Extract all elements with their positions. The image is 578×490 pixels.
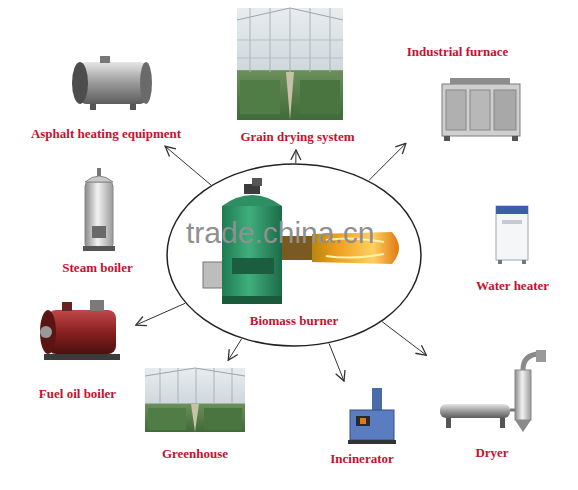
item-label: Water heater bbox=[461, 278, 564, 293]
industrial-furnace-picture bbox=[442, 78, 520, 141]
arrow-connector bbox=[369, 143, 406, 180]
fuel-oil-boiler-picture bbox=[40, 300, 120, 360]
incinerator-picture bbox=[348, 388, 396, 444]
arrow-connector bbox=[295, 150, 296, 163]
arrow-connector bbox=[382, 322, 426, 356]
item-label: Steam boiler bbox=[46, 260, 149, 275]
arrow-connector bbox=[329, 344, 344, 382]
item-label: Asphalt heating equipment bbox=[2, 126, 210, 141]
application-item: Grain drying system bbox=[221, 3, 374, 148]
item-label: Industrial furnace bbox=[381, 44, 534, 59]
application-item: Industrial furnace bbox=[381, 42, 534, 142]
arrow-connector bbox=[228, 339, 241, 360]
item-label: Dryer bbox=[428, 445, 556, 460]
item-label: Incinerator bbox=[318, 451, 406, 466]
application-item: Steam boiler bbox=[46, 166, 149, 279]
grain-drying-photo bbox=[237, 8, 343, 120]
item-label: Biomass burner bbox=[166, 313, 422, 328]
application-item: Asphalt heating equipment bbox=[2, 48, 210, 145]
dryer-picture bbox=[440, 350, 546, 432]
application-item: Fuel oil boiler bbox=[21, 296, 134, 406]
item-label: Fuel oil boiler bbox=[21, 386, 134, 401]
asphalt-tank-picture bbox=[72, 56, 152, 110]
item-label: Grain drying system bbox=[221, 129, 374, 144]
burner-ellipse: Biomass burner bbox=[166, 163, 422, 347]
application-item: Water heater bbox=[461, 198, 564, 297]
arrow-connector bbox=[165, 146, 211, 185]
application-item: Greenhouse bbox=[136, 362, 254, 465]
item-label: Greenhouse bbox=[136, 446, 254, 461]
watermark-text: trade.china.cn bbox=[186, 216, 374, 250]
water-heater-picture bbox=[496, 206, 528, 264]
application-item: Dryer bbox=[428, 345, 556, 465]
greenhouse-photo bbox=[145, 368, 245, 432]
application-item: Incinerator bbox=[318, 383, 406, 470]
steam-boiler-picture bbox=[83, 168, 115, 251]
arrow-connector bbox=[136, 303, 185, 325]
